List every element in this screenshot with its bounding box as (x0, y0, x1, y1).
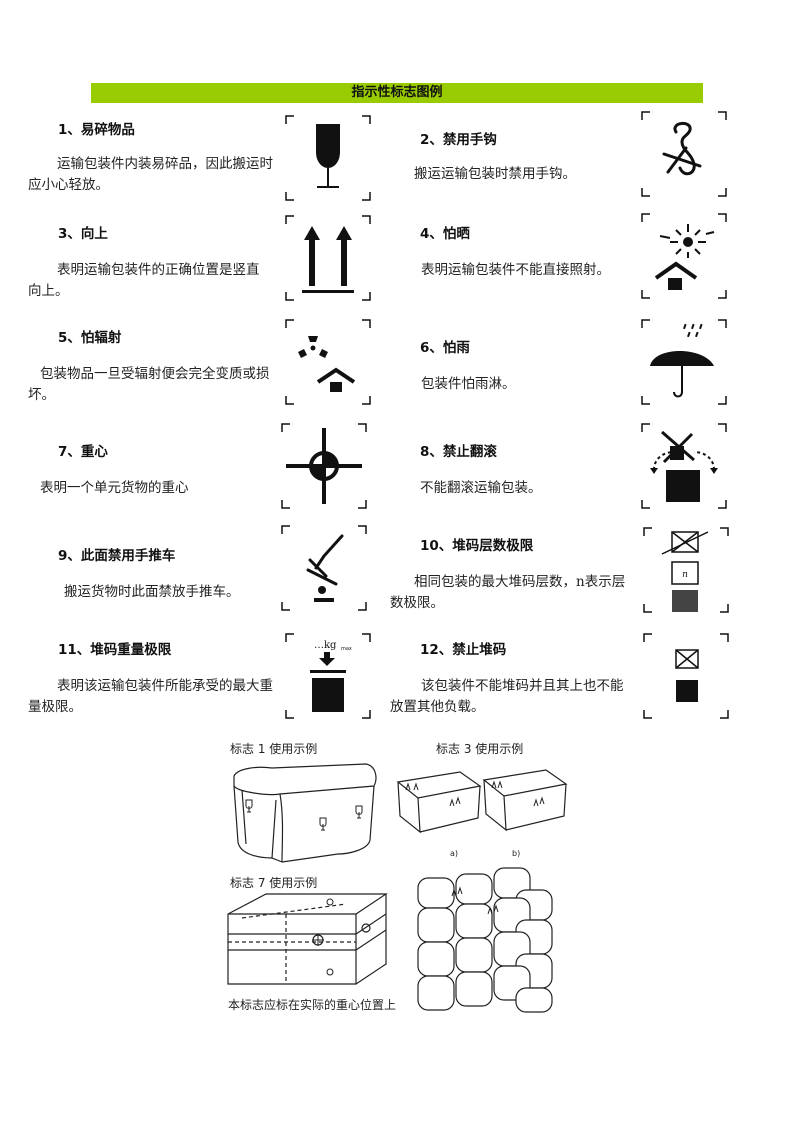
item-desc-center-of-gravity: 表明一个单元货物的重心 (40, 480, 189, 496)
stack-limit-n-label: n (682, 570, 688, 580)
do-not-stack-icon (642, 632, 730, 720)
item-desc-weight-limit: 表明该运输包装件所能承受的最大重量极限。 (28, 678, 273, 715)
item-title-do-not-stack: 12、禁止堆码 (420, 642, 507, 658)
sun-icon (640, 212, 728, 300)
caption-example-7: 标志 7 使用示例 (230, 876, 318, 890)
item-title-radiation: 5、怕辐射 (58, 330, 122, 346)
example-3-label-b: b) (512, 849, 520, 858)
item-desc-radiation: 包装物品一旦受辐射便会完全变质或损坏。 (28, 366, 270, 403)
fragile-icon (284, 114, 372, 202)
item-desc-no-hooks: 搬运运输包装时禁用手钩。 (414, 166, 576, 182)
arrows-up-icon (284, 214, 372, 302)
example-3-label-a: a) (450, 849, 458, 858)
example-3-box-illustration: a) b) (394, 766, 584, 866)
example-7-crate-illustration (226, 890, 388, 994)
item-desc-no-hand-truck: 搬运货物时此面禁放手推车。 (64, 584, 240, 600)
do-not-roll-icon (640, 422, 728, 510)
no-hand-truck-icon (280, 524, 368, 612)
item-title-keep-dry: 6、怕雨 (420, 340, 470, 356)
caption-example-1: 标志 1 使用示例 (230, 742, 318, 756)
radiation-icon (284, 318, 372, 406)
weight-limit-icon: …kg max (284, 632, 372, 720)
item-title-stack-limit: 10、堆码层数极限 (420, 538, 534, 554)
item-desc-keep-dry: 包装件怕雨淋。 (421, 376, 516, 392)
example-3-stacked-cartons-illustration (412, 860, 560, 1020)
center-of-gravity-icon (280, 422, 368, 510)
item-title-this-way-up: 3、向上 (58, 226, 108, 242)
item-desc-this-way-up: 表明运输包装件的正确位置是竖直向上。 (28, 262, 260, 299)
no-hooks-icon (640, 110, 728, 198)
stack-limit-icon: n (642, 526, 730, 614)
item-title-center-of-gravity: 7、重心 (58, 444, 108, 460)
item-title-do-not-roll: 8、禁止翻滚 (420, 444, 497, 460)
item-title-weight-limit: 11、堆码重量极限 (58, 642, 172, 658)
weight-sub-label: max (341, 646, 352, 652)
page-title: 指示性标志图例 (91, 83, 703, 103)
item-desc-fragile: 运输包装件内装易碎品，因此搬运时应小心轻放。 (28, 156, 273, 193)
item-title-fragile: 1、易碎物品 (58, 122, 135, 138)
item-desc-stack-limit: 相同包装的最大堆码层数，n表示层数极限。 (390, 574, 626, 611)
item-desc-do-not-roll: 不能翻滚运输包装。 (420, 480, 542, 496)
item-title-no-hand-truck: 9、此面禁用手推车 (58, 548, 176, 564)
item-desc-keep-from-sun: 表明运输包装件不能直接照射。 (421, 262, 610, 278)
example-1-box-illustration (228, 758, 378, 874)
item-desc-do-not-stack: 该包装件不能堆码并且其上也不能放置其他负载。 (390, 678, 624, 715)
caption-example-3: 标志 3 使用示例 (436, 742, 524, 756)
item-title-keep-from-sun: 4、怕晒 (420, 226, 470, 242)
umbrella-icon (640, 318, 728, 406)
center-of-gravity-note: 本标志应标在实际的重心位置上 (228, 998, 397, 1012)
item-title-no-hooks: 2、禁用手钩 (420, 132, 497, 148)
weight-label: …kg (314, 640, 337, 651)
